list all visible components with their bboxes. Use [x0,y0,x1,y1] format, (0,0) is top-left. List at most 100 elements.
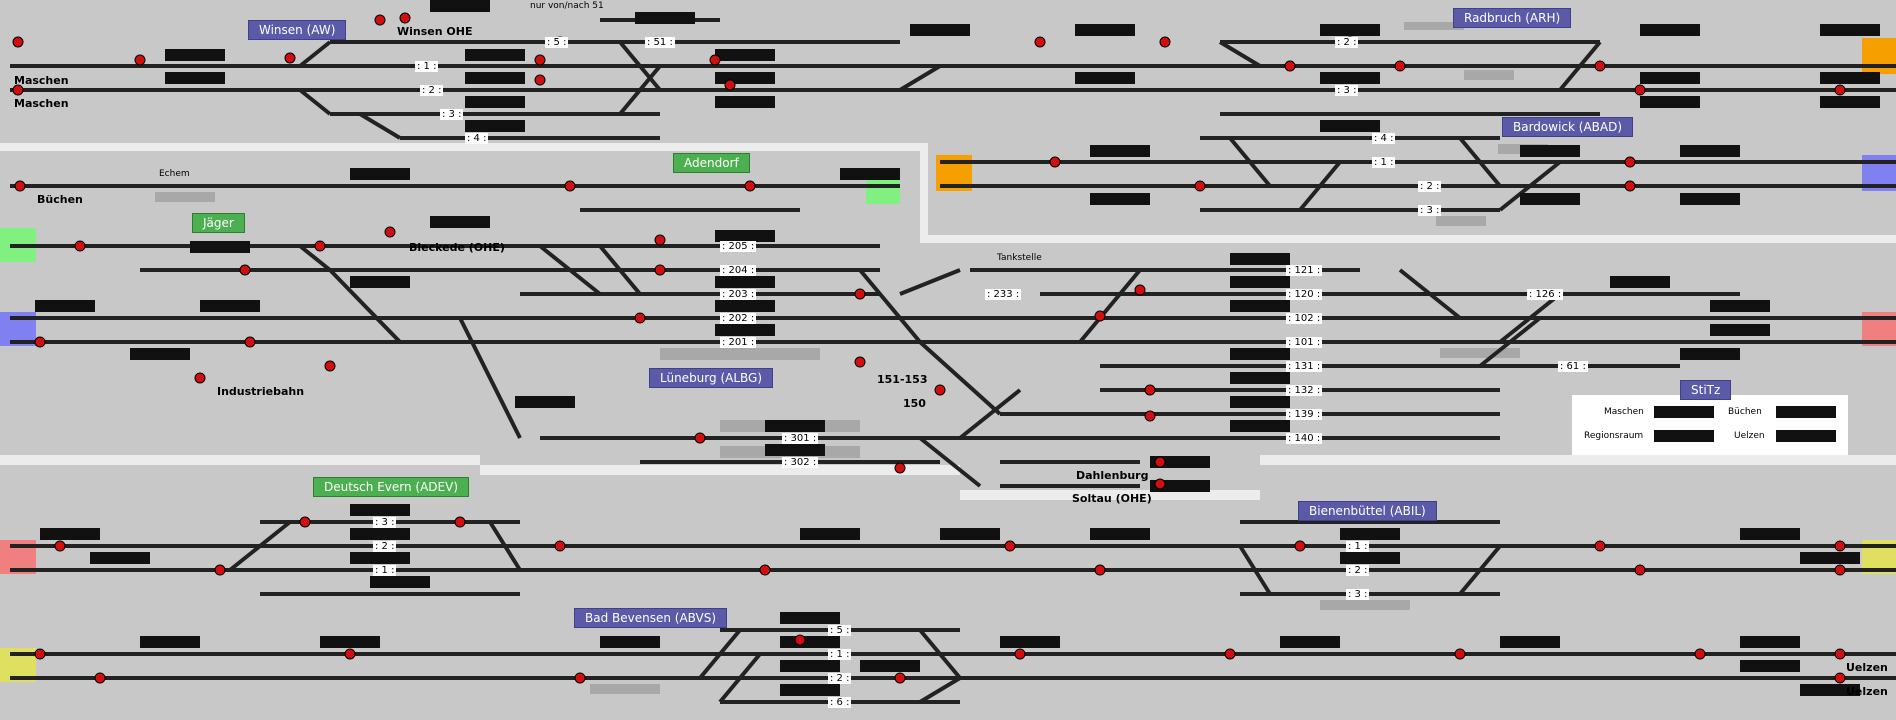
signal-lamp[interactable] [694,432,706,444]
train-number-display [715,324,775,336]
signal-lamp[interactable] [1834,564,1846,576]
signal-lamp[interactable] [554,540,566,552]
train-number-display [1075,72,1135,84]
train-number-display [1800,552,1860,564]
signal-lamp[interactable] [1154,478,1166,490]
signal-lamp[interactable] [94,672,106,684]
signal-lamp[interactable] [194,372,206,384]
signal-lamp[interactable] [534,74,546,86]
signal-lamp[interactable] [399,12,411,24]
signal-lamp[interactable] [854,356,866,368]
train-number-display [1230,276,1290,288]
train-number-display [1640,72,1700,84]
signal-lamp[interactable] [654,264,666,276]
signal-lamp[interactable] [894,462,906,474]
track-number-label: : 5 : [828,625,852,636]
signal-lamp[interactable] [14,180,26,192]
signal-lamp[interactable] [284,52,296,64]
signal-lamp[interactable] [344,648,356,660]
signal-lamp[interactable] [324,360,336,372]
signal-lamp[interactable] [374,14,386,26]
signal-lamp[interactable] [134,54,146,66]
signal-lamp[interactable] [794,634,806,646]
signal-lamp[interactable] [1694,648,1706,660]
signal-lamp[interactable] [1154,456,1166,468]
signal-lamp[interactable] [34,648,46,660]
track-number-label: : 301 : [782,433,819,444]
signal-lamp[interactable] [574,672,586,684]
signal-lamp[interactable] [299,516,311,528]
signal-lamp[interactable] [1004,540,1016,552]
signal-lamp[interactable] [1134,284,1146,296]
train-number-display [200,300,260,312]
signal-lamp[interactable] [1094,564,1106,576]
signal-lamp[interactable] [1159,36,1171,48]
signal-lamp[interactable] [1394,60,1406,72]
signal-lamp[interactable] [1014,648,1026,660]
train-number-display [165,49,225,61]
track-number-label: : 2 : [1335,37,1359,48]
signal-lamp[interactable] [634,312,646,324]
signal-lamp[interactable] [1144,384,1156,396]
signal-lamp[interactable] [454,516,466,528]
track-number-label: : 204 : [720,265,757,276]
signal-lamp[interactable] [1194,180,1206,192]
signal-lamp[interactable] [12,36,24,48]
signal-lamp[interactable] [1834,672,1846,684]
train-number-display [1075,24,1135,36]
signal-lamp[interactable] [74,240,86,252]
signal-lamp[interactable] [1624,156,1636,168]
train-number-display [1320,120,1380,132]
signal-lamp[interactable] [1144,410,1156,422]
track-number-label: : 3 : [440,109,464,120]
train-number-display [1640,24,1700,36]
signal-lamp[interactable] [724,79,736,91]
signal-lamp[interactable] [1624,180,1636,192]
signal-lamp[interactable] [244,336,256,348]
signal-lamp[interactable] [384,226,396,238]
signal-lamp[interactable] [54,540,66,552]
label-151-153: 151-153 [877,373,928,386]
signal-lamp[interactable] [1454,648,1466,660]
track-number-label: : 2 : [373,541,397,552]
signal-lamp[interactable] [12,84,24,96]
signal-lamp[interactable] [1049,156,1061,168]
signal-lamp[interactable] [239,264,251,276]
signal-lamp[interactable] [564,180,576,192]
signal-lamp[interactable] [214,564,226,576]
track-number-label: : 2 : [420,85,444,96]
signal-lamp[interactable] [1594,60,1606,72]
signal-lamp[interactable] [854,288,866,300]
signal-lamp[interactable] [654,234,666,246]
train-number-display [350,276,410,288]
signal-lamp[interactable] [709,54,721,66]
signal-lamp[interactable] [1094,310,1106,322]
signal-lamp[interactable] [1224,648,1236,660]
signal-lamp[interactable] [759,564,771,576]
signal-lamp[interactable] [894,672,906,684]
train-number-display [780,660,840,672]
signal-lamp[interactable] [1834,540,1846,552]
signal-lamp[interactable] [1834,648,1846,660]
track-number-label: : 201 : [720,337,757,348]
signal-lamp[interactable] [1834,84,1846,96]
signal-lamp[interactable] [1634,84,1646,96]
train-number-display [1340,528,1400,540]
signal-lamp[interactable] [1284,60,1296,72]
signal-lamp[interactable] [314,240,326,252]
train-number-display [1710,324,1770,336]
track-number-label: : 51 : [645,37,675,48]
signal-lamp[interactable] [1034,36,1046,48]
signal-lamp[interactable] [1594,540,1606,552]
signal-lamp[interactable] [1634,564,1646,576]
train-number-display [1820,24,1880,36]
signal-lamp[interactable] [534,54,546,66]
train-number-display [1640,96,1700,108]
signal-lamp[interactable] [744,180,756,192]
signal-lamp[interactable] [34,336,46,348]
signal-lamp[interactable] [1294,540,1306,552]
train-number-display [840,168,900,180]
signal-lamp[interactable] [934,384,946,396]
